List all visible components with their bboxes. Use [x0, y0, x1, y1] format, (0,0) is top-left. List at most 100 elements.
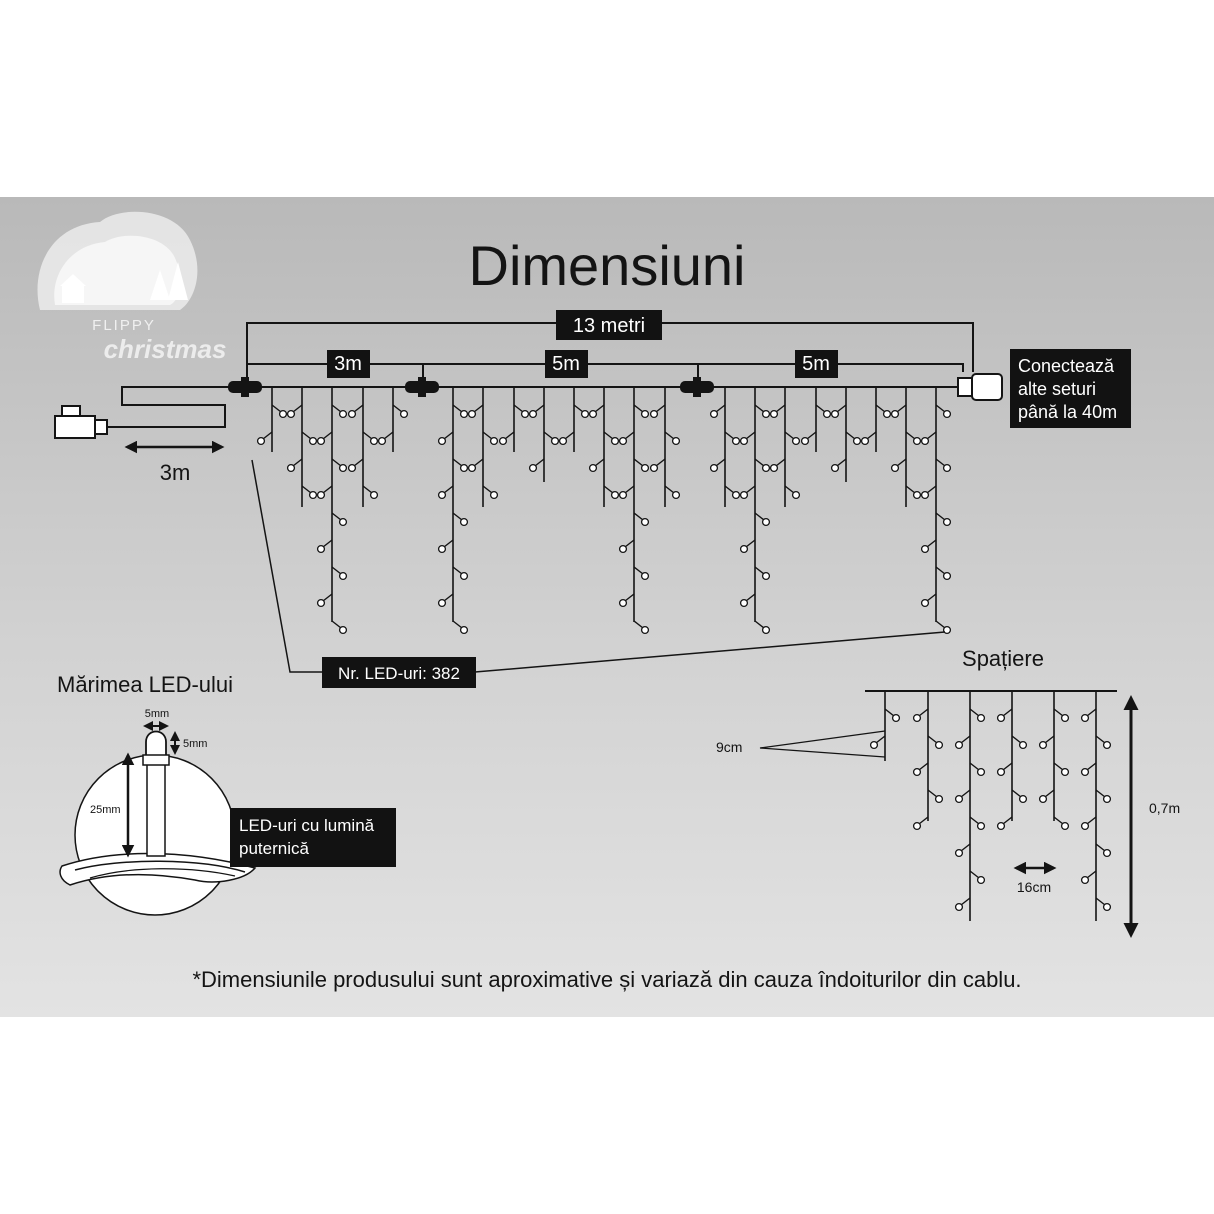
led-bulb: [942, 625, 952, 635]
led-bulb: [399, 409, 409, 419]
led-stem: [353, 404, 364, 413]
led-stem: [927, 789, 938, 798]
led-bulb: [610, 436, 620, 446]
led-stem: [866, 431, 877, 440]
led-stem: [353, 458, 364, 467]
led-bulb: [1060, 713, 1070, 723]
led-bulb: [920, 436, 930, 446]
logo-line2: christmas: [104, 334, 227, 364]
led-bulb: [890, 409, 900, 419]
led-stem: [845, 431, 856, 440]
led-stem: [504, 431, 515, 440]
led-bulb: [459, 625, 469, 635]
led-stem: [564, 431, 575, 440]
led-bulb: [954, 848, 964, 858]
led-stem: [1053, 762, 1064, 771]
led-height-label: 5mm: [183, 738, 207, 750]
led-bulb: [1060, 821, 1070, 831]
led-bulb: [761, 409, 771, 419]
led-bulb: [338, 571, 348, 581]
vertical-spacing-pointer: [759, 730, 886, 758]
led-stem: [443, 431, 454, 440]
led-stem: [1053, 816, 1064, 825]
led-stem: [754, 512, 765, 521]
led-width-label: 5mm: [145, 708, 169, 720]
led-bulb: [942, 517, 952, 527]
led-stem: [624, 431, 635, 440]
led-bulb: [308, 490, 318, 500]
led-bulb: [800, 436, 810, 446]
led-bulb: [640, 463, 650, 473]
led-bulb: [761, 463, 771, 473]
led-bulb: [976, 875, 986, 885]
led-bulb: [1018, 740, 1028, 750]
connect-note-line2: alte seturi: [1018, 379, 1096, 399]
led-stem: [482, 431, 493, 440]
led-bulb: [610, 490, 620, 500]
led-stem: [969, 870, 980, 879]
led-bulb: [709, 409, 719, 419]
led-bulb: [649, 409, 659, 419]
led-bulb: [550, 436, 560, 446]
led-bulb: [761, 517, 771, 527]
led-stem-label: 25mm: [90, 804, 121, 816]
led-stem: [960, 897, 971, 906]
led-stem: [392, 404, 403, 413]
led-bulb: [588, 463, 598, 473]
led-bulb: [459, 463, 469, 473]
led-bulb: [558, 436, 568, 446]
led-stem: [775, 404, 786, 413]
led-stem: [905, 485, 916, 494]
led-stem: [292, 458, 303, 467]
led-bulb: [942, 571, 952, 581]
led-stem: [935, 458, 946, 467]
led-count-leader-right: [474, 631, 946, 673]
led-stem: [724, 431, 735, 440]
led-stem: [1002, 708, 1013, 717]
led-bulb: [618, 436, 628, 446]
connect-note-line1: Conectează: [1018, 356, 1115, 376]
led-bulb: [739, 490, 749, 500]
total-length-label: 13 metri: [573, 315, 645, 337]
led-size-detail: [59, 730, 257, 916]
led-stem: [935, 512, 946, 521]
led-stem: [969, 762, 980, 771]
led-stem: [875, 735, 886, 744]
led-bulb: [1060, 767, 1070, 777]
led-bulb: [912, 713, 922, 723]
led-stem: [1086, 708, 1097, 717]
end-plug: [957, 373, 1003, 401]
led-bulb: [912, 767, 922, 777]
led-stem: [918, 708, 929, 717]
led-bulb: [459, 571, 469, 581]
led-bulb: [891, 713, 901, 723]
led-bulb: [347, 463, 357, 473]
led-stem: [513, 404, 524, 413]
led-stem: [664, 431, 675, 440]
led-bulb: [731, 490, 741, 500]
led-stem: [534, 458, 545, 467]
lead-cable-length: 3m: [160, 460, 191, 485]
led-bulb: [769, 409, 779, 419]
led-bulb: [830, 463, 840, 473]
led-stem: [896, 458, 907, 467]
led-bulb: [1102, 794, 1112, 804]
led-stem: [262, 431, 273, 440]
led-bulb: [459, 409, 469, 419]
led-bulb: [920, 598, 930, 608]
led-stem: [960, 843, 971, 852]
bright-note-line1: LED-uri cu lumină: [239, 816, 375, 835]
led-bulb: [709, 463, 719, 473]
led-stem: [633, 620, 644, 629]
led-stem: [1011, 735, 1022, 744]
led-stem: [322, 485, 333, 494]
led-stem: [1086, 816, 1097, 825]
led-stem: [633, 458, 644, 467]
led-stem: [362, 431, 373, 440]
led-stem: [1095, 897, 1106, 906]
led-stem: [745, 431, 756, 440]
led-stem: [836, 458, 847, 467]
led-stem: [322, 593, 333, 602]
led-bulb: [954, 740, 964, 750]
led-bulb: [739, 544, 749, 554]
